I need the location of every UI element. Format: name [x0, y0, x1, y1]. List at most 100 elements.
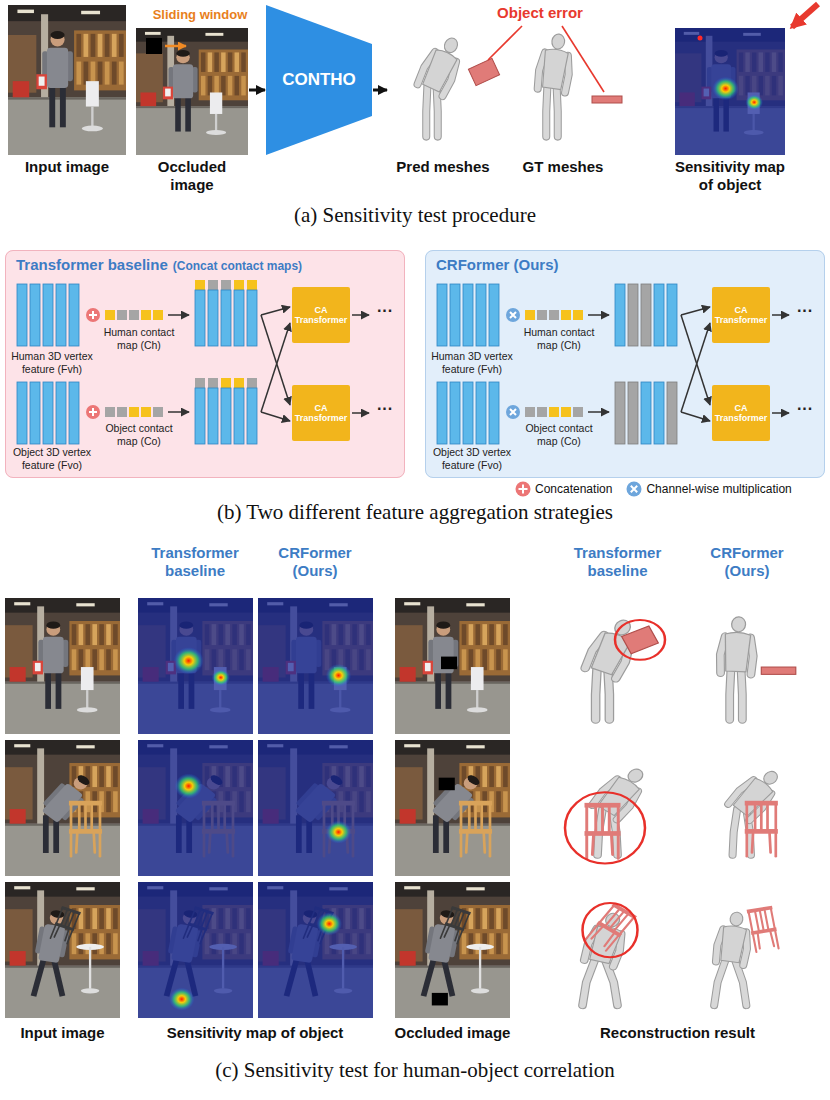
error-circle	[615, 620, 665, 660]
reconstruction	[727, 764, 786, 856]
white-stand	[210, 92, 222, 113]
feature-bar	[43, 284, 53, 346]
feature-bar	[247, 290, 257, 346]
hair	[76, 773, 92, 787]
reconstruction	[714, 906, 780, 1006]
operator-mark	[510, 312, 516, 318]
contact-cell	[561, 310, 571, 320]
block-label: CA Transformer	[294, 305, 348, 326]
cross-arrow	[261, 412, 290, 421]
mesh-leg	[741, 669, 742, 720]
person-upper-body	[34, 908, 73, 964]
cross-arrow	[261, 307, 290, 315]
column-header: Transformer baseline	[145, 544, 245, 580]
panel-header: Transformer baseline(Concat contact maps…	[16, 256, 302, 273]
floor-edge	[8, 97, 126, 99]
red-armchair	[400, 809, 416, 824]
gt-object-mesh	[592, 96, 622, 103]
floor-edge	[395, 682, 510, 684]
held-object	[36, 74, 47, 89]
weighted-bar	[615, 382, 625, 444]
mesh-leg	[437, 86, 438, 137]
wall	[258, 882, 373, 1018]
mesh-leg	[557, 86, 558, 137]
red-armchair	[400, 667, 416, 682]
chair-rail	[69, 801, 102, 806]
leg	[31, 959, 47, 997]
transformer-block: CA Transformer	[292, 287, 350, 343]
feature-bar	[489, 284, 499, 346]
books	[86, 908, 91, 929]
feature-bar	[450, 284, 460, 346]
weighted-bar	[641, 284, 651, 346]
chair-bar	[458, 913, 464, 927]
chair-rail	[451, 906, 471, 915]
hoodie	[428, 924, 455, 963]
chair-bar	[84, 805, 87, 829]
flow-arrow	[249, 89, 265, 92]
books	[119, 34, 124, 57]
photo	[258, 598, 373, 734]
continuation-mark: ···	[789, 302, 821, 320]
feature-bar	[476, 382, 486, 444]
chair-bar	[592, 927, 603, 939]
weighted-bar	[654, 382, 664, 444]
ceiling	[395, 882, 510, 897]
chair	[585, 803, 621, 859]
contact-cap	[234, 378, 244, 388]
leg	[56, 671, 62, 709]
chair-rail	[745, 801, 778, 806]
chair-bar	[56, 908, 62, 923]
mesh-upper-body	[727, 764, 786, 821]
stand-pole	[86, 690, 88, 709]
books	[79, 933, 84, 954]
books	[106, 908, 111, 929]
chair-bar	[76, 834, 77, 853]
sensitivity-overlay	[258, 598, 373, 734]
books	[106, 933, 111, 954]
feature-bar	[56, 382, 66, 444]
held-object-part	[165, 89, 171, 97]
chair	[69, 801, 102, 857]
hair	[436, 622, 450, 629]
panel-fill	[425, 250, 825, 478]
leg	[421, 959, 437, 997]
person-upper-body	[424, 908, 463, 964]
wall	[138, 598, 253, 734]
panel-title: Transformer baseline	[16, 256, 168, 273]
leg	[446, 671, 452, 709]
weighted-bar	[667, 382, 677, 444]
photo	[138, 740, 253, 876]
occlusion-patch	[441, 657, 457, 670]
feature-bar	[463, 382, 473, 444]
chair-seat	[69, 829, 102, 834]
leg	[45, 671, 51, 709]
feature-bar	[43, 382, 53, 444]
block-label: CA Transformer	[294, 403, 348, 424]
feature-label: Human 3D vertex feature (Fvh)	[7, 350, 97, 375]
mesh-leg	[730, 669, 731, 720]
cross-arrow	[681, 412, 710, 421]
sensitivity-overlay	[138, 598, 253, 734]
feature-bar	[30, 284, 40, 346]
chair-bar	[70, 804, 73, 830]
sliding-window-patch	[146, 38, 162, 54]
books	[228, 76, 232, 96]
books	[91, 34, 96, 57]
heat-blob	[745, 94, 763, 110]
chair-bar	[604, 934, 615, 946]
hair	[466, 773, 482, 787]
chair-rail	[459, 801, 492, 806]
contact-cell	[525, 310, 535, 320]
books	[503, 766, 508, 787]
panel-title: CRFormer (Ours)	[436, 256, 559, 273]
mesh-leg	[608, 669, 609, 720]
photo	[5, 740, 120, 876]
books	[496, 791, 501, 812]
books	[86, 649, 91, 670]
chair	[745, 801, 778, 857]
mesh-head	[731, 617, 746, 633]
chair-rail	[747, 906, 773, 914]
held-object-part	[35, 663, 41, 671]
chair-bar	[765, 911, 769, 930]
